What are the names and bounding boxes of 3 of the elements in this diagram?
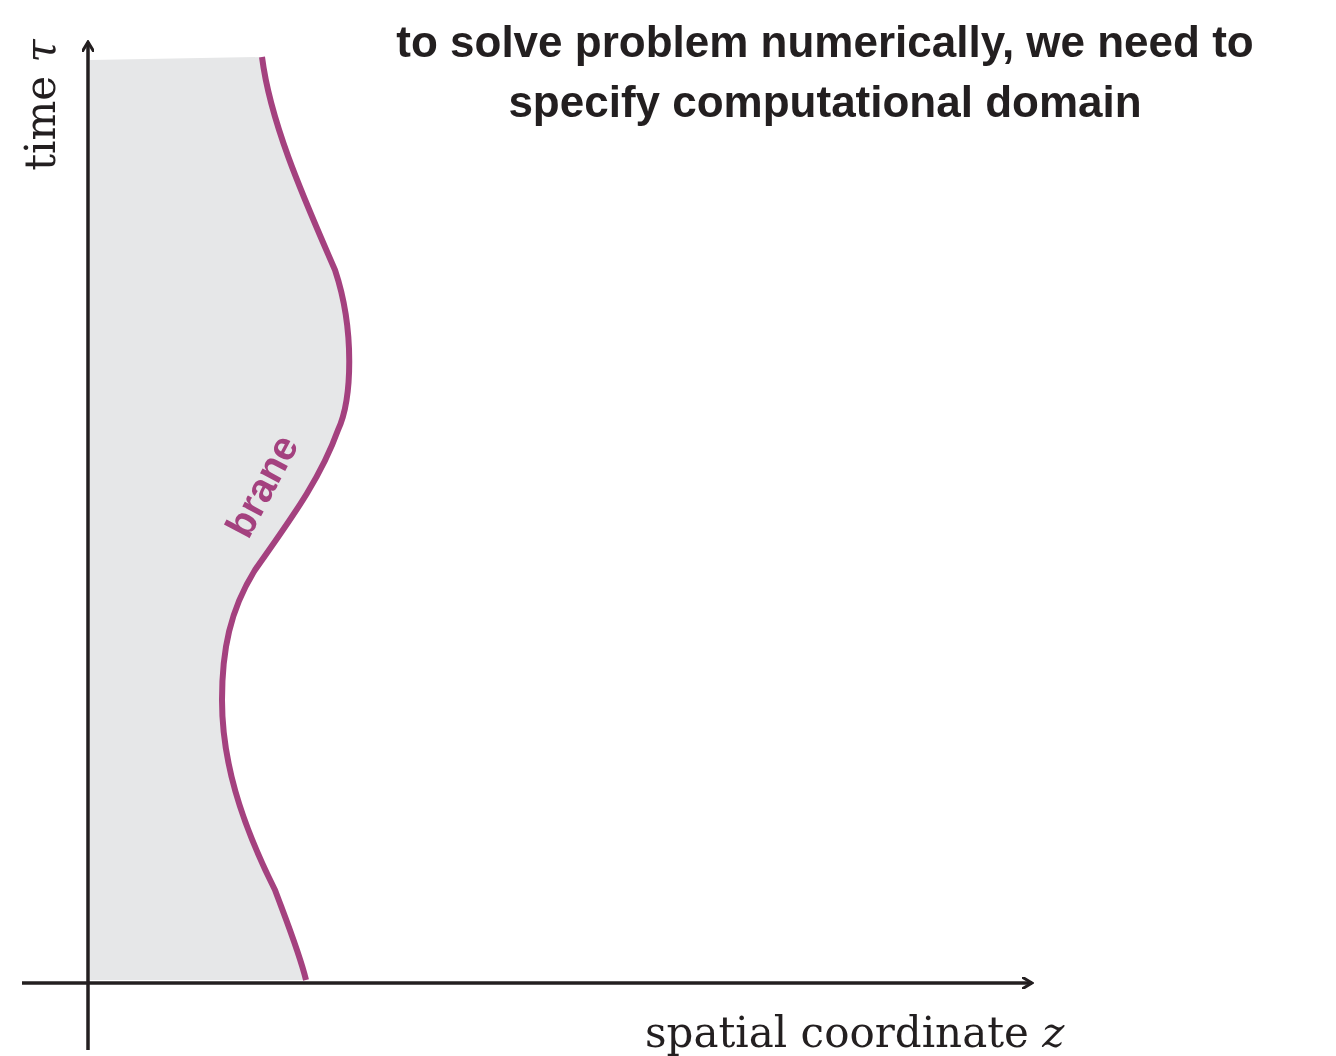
title: to solve problem numerically, we need to specify computational domain <box>395 16 1255 128</box>
axis-label: time τ <box>15 39 65 171</box>
axis-label: spatial coordinate z <box>645 1008 1065 1056</box>
